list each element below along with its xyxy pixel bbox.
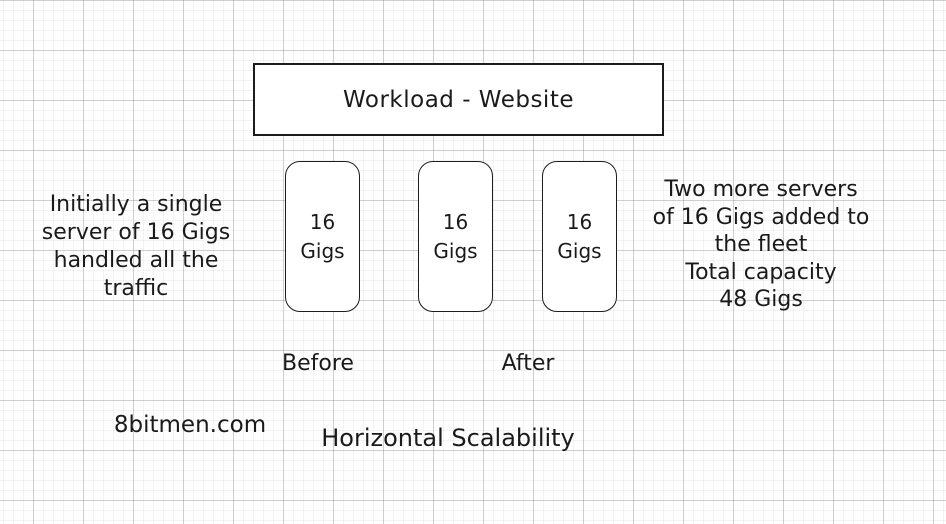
server-box-1: 16 Gigs [285,161,360,312]
server-box-3: 16 Gigs [542,161,617,312]
left-note: Initially a single server of 16 Gigs han… [41,192,231,301]
workload-box: Workload - Website [253,63,664,136]
diagram-title: Horizontal Scalability [321,424,575,452]
server-label: 16 Gigs [300,209,345,263]
server-label: 16 Gigs [433,209,478,263]
watermark: 8bitmen.com [113,412,267,438]
server-box-2: 16 Gigs [418,161,493,312]
before-label: Before [282,351,354,376]
workload-label: Workload - Website [342,86,574,113]
right-note: Two more servers of 16 Gigs added to the… [652,177,870,312]
server-label: 16 Gigs [557,209,602,263]
after-label: After [501,351,555,376]
